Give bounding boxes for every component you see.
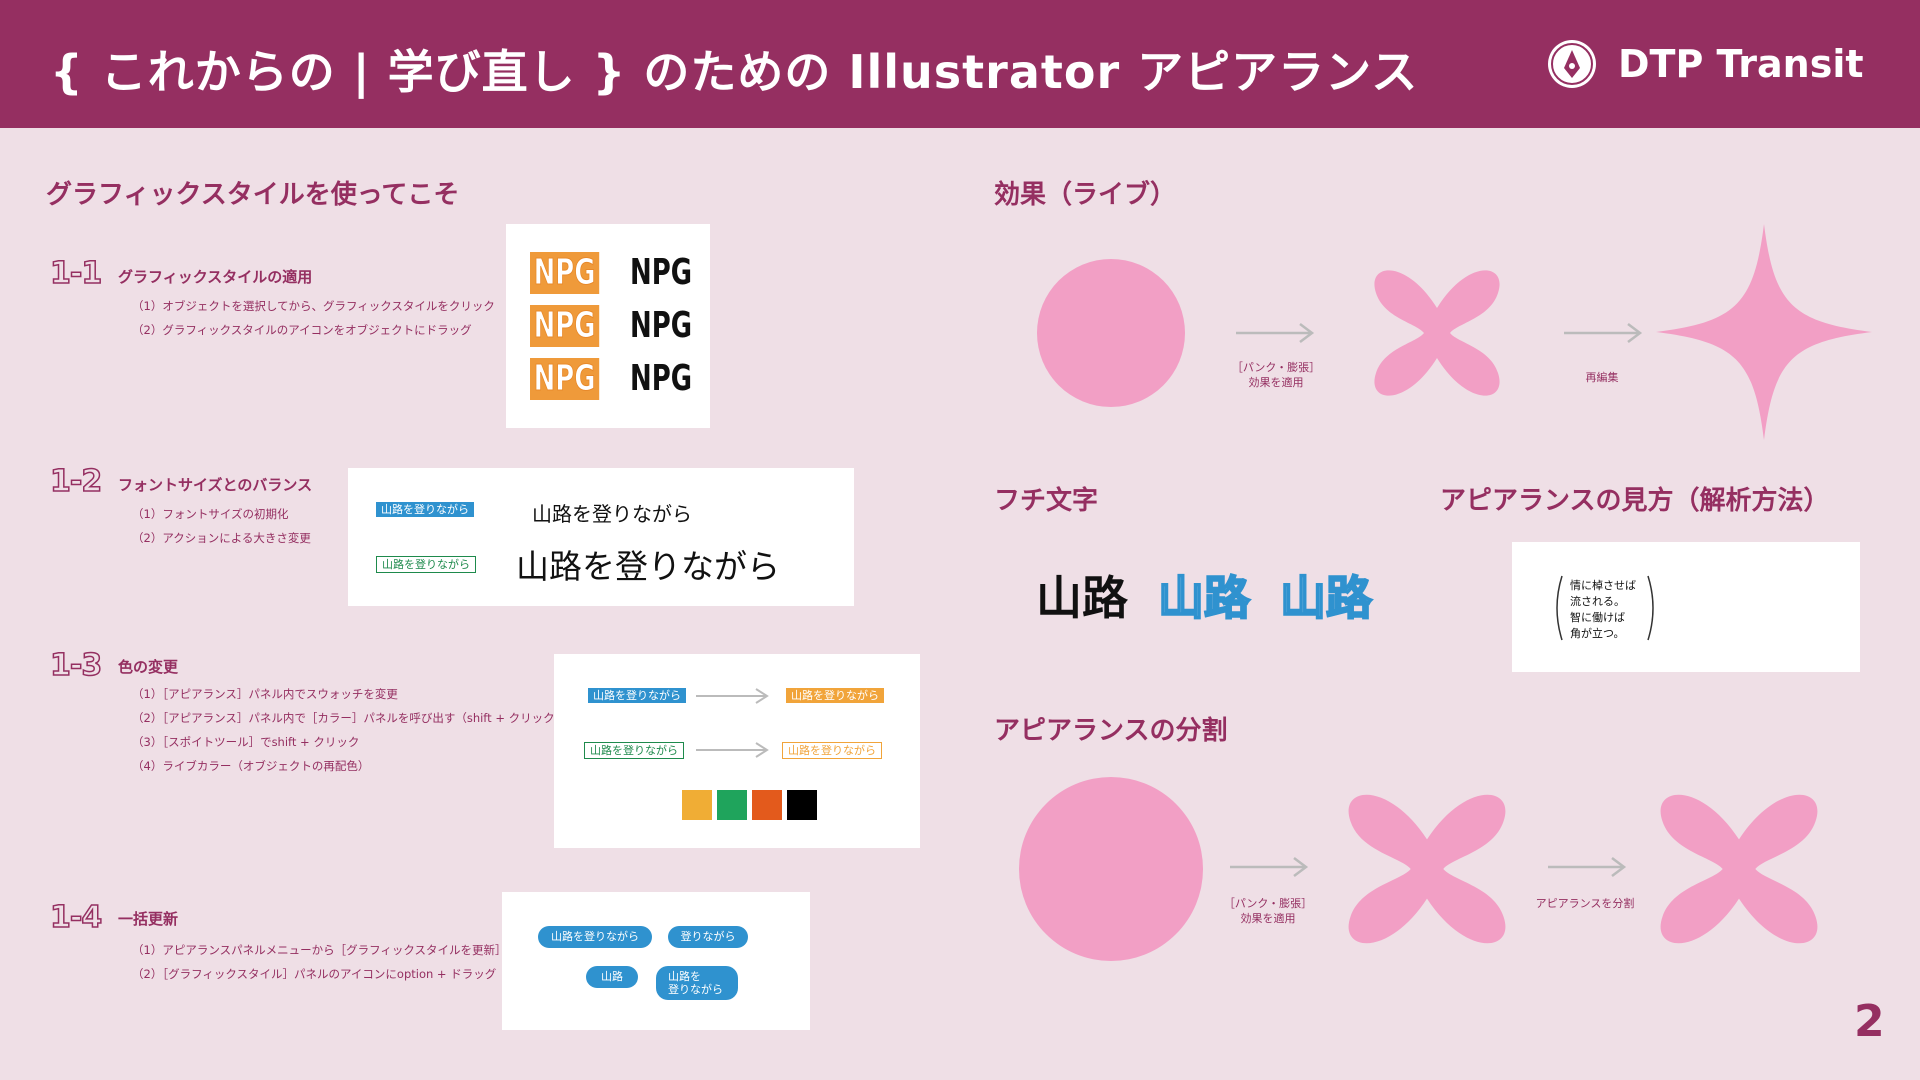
item-sub-1-1-2: （2）グラフィックスタイルのアイコンをオブジェクトにドラッグ	[132, 323, 472, 337]
bulk-update-sample-panel: 山路を登りながら 登りながら 山路 山路を 登りながら	[502, 892, 810, 1030]
npg-plain-text: NPG	[630, 358, 692, 399]
paren-left-icon	[1556, 575, 1563, 641]
page-title: { これからの | 学び直し } のための Illustrator アピアランス	[50, 45, 1419, 99]
pucker-bloat-shape	[1348, 794, 1506, 944]
analysis-sample-panel: 情に棹させば 流される。 智に働けば 角が立つ。	[1512, 542, 1860, 672]
font-size-sample-panel: 山路を登りながら 山路を登りながら 山路を登りながら 山路を登りながら	[348, 468, 854, 606]
item-title-1-2: フォントサイズとのバランス	[118, 476, 313, 494]
fuchi-sample-outline: 山路	[1157, 570, 1251, 626]
item-sub-1-4-1: （1）アピアランスパネルメニューから［グラフィックスタイルを更新］	[132, 943, 507, 957]
poem-line: 智に働けば	[1570, 611, 1625, 624]
poem-line: 情に棹させば	[1570, 579, 1636, 592]
paren-right-icon	[1647, 575, 1654, 641]
caption-line: 効果を適用	[1248, 376, 1304, 389]
color-swatch	[682, 790, 712, 820]
phrase-tag-blue: 山路を登りながら	[588, 688, 686, 703]
star-sparkle-shape	[1656, 224, 1872, 440]
pill-label: 登りながら	[668, 926, 748, 948]
poem-text: 情に棹させば 流される。 智に働けば 角が立つ。	[1570, 578, 1636, 642]
color-swatch	[752, 790, 782, 820]
item-sub-1-3-3: （3）［スポイトツール］でshift + クリック	[132, 735, 360, 749]
phrase-tag-blue: 山路を登りながら	[376, 502, 474, 517]
header-bar: { これからの | 学び直し } のための Illustrator アピアランス…	[0, 0, 1920, 128]
graphic-style-section-title: グラフィックスタイルを使ってこそ	[46, 180, 460, 210]
pill-label: 山路を登りながら	[538, 926, 652, 948]
arrow-right-icon	[1230, 857, 1309, 877]
arrow-right-icon	[1564, 323, 1643, 343]
pill-label: 山路	[586, 966, 638, 988]
pill-line-1: 山路を	[668, 970, 701, 983]
npg-styled-text: NPG	[530, 252, 600, 294]
item-sub-1-3-2: （2）［アピアランス］パネル内で［カラー］パネルを呼び出す（shift + クリ…	[132, 711, 567, 725]
phrase-tag-green: 山路を登りながら	[376, 556, 476, 573]
item-title-1-3: 色の変更	[118, 658, 179, 676]
expanded-pucker-bloat-shape	[1660, 794, 1818, 944]
pill-line-2: 登りながら	[668, 983, 723, 996]
caption-line: ［パンク・膨張］	[1231, 361, 1321, 374]
phrase-tag-orange: 山路を登りながら	[786, 688, 884, 703]
npg-plain-text: NPG	[630, 305, 692, 346]
arrow-right-icon	[1548, 857, 1627, 877]
fuchi-section-title: フチ文字	[994, 486, 1099, 516]
item-sub-1-2-1: （1）フォントサイズの初期化	[132, 507, 289, 521]
color-swatch	[717, 790, 747, 820]
color-swatch	[787, 790, 817, 820]
item-number-1-2: 1-2	[49, 463, 103, 500]
phrase-tag-orange-outline: 山路を登りながら	[782, 742, 882, 759]
effect-section-title: 効果（ライブ）	[994, 180, 1177, 210]
item-sub-1-4-2: （2）［グラフィックスタイル］パネルのアイコンにoption + ドラッグ	[132, 967, 497, 981]
divide-section-title: アピアランスの分割	[994, 716, 1228, 746]
color-change-sample-panel: 山路を登りながら 山路を登りながら 山路を登りながら 山路を登りながら	[554, 654, 920, 848]
effect-caption-1: ［パンク・膨張］ 効果を適用	[1222, 360, 1330, 390]
npg-styled-text: NPG	[530, 358, 600, 400]
item-title-1-4: 一括更新	[118, 910, 179, 928]
page-number: 2	[1854, 996, 1885, 1047]
npg-styled-text: NPG	[530, 305, 600, 347]
item-number-1-3: 1-3	[49, 647, 103, 684]
pill-two-line: 山路を 登りながら	[656, 966, 738, 1000]
fuchi-sample-double-outline: 山路	[1279, 570, 1373, 626]
pink-circle-shape	[1037, 259, 1185, 407]
item-sub-1-3-4: （4）ライブカラー（オブジェクトの再配色）	[132, 759, 370, 773]
arrow-right-icon	[696, 742, 769, 758]
item-sub-1-1-1: （1）オブジェクトを選択してから、グラフィックスタイルをクリック	[132, 299, 495, 313]
pucker-bloat-shape	[1374, 270, 1500, 396]
brand-name: DTP Transit	[1618, 42, 1864, 86]
arrow-right-icon	[1236, 323, 1315, 343]
item-number-1-4: 1-4	[49, 899, 103, 936]
caption-line: 効果を適用	[1240, 912, 1296, 925]
caption-line: ［パンク・膨張］	[1223, 897, 1313, 910]
analysis-section-title: アピアランスの見方（解析方法）	[1440, 486, 1830, 516]
phrase-small-text: 山路を登りながら	[532, 502, 692, 526]
effect-caption-2: 再編集	[1585, 371, 1619, 384]
phrase-tag-green: 山路を登りながら	[584, 742, 684, 759]
phrase-large-text: 山路を登りながら	[516, 547, 780, 586]
divide-caption-2: アピアランスを分割	[1535, 897, 1635, 910]
item-sub-1-2-2: （2）アクションによる大きさ変更	[132, 531, 311, 545]
divide-caption-1: ［パンク・膨張］ 効果を適用	[1214, 896, 1322, 926]
item-title-1-1: グラフィックスタイルの適用	[118, 268, 313, 286]
item-sub-1-3-1: （1）［アピアランス］パネル内でスウォッチを変更	[132, 687, 398, 701]
poem-line: 流される。	[1570, 595, 1625, 608]
arrow-right-icon	[696, 688, 769, 704]
item-number-1-1: 1-1	[49, 255, 103, 292]
fuchi-sample-plain: 山路	[1036, 571, 1128, 625]
pen-nib-logo-icon	[1548, 40, 1596, 88]
pink-circle-shape	[1019, 777, 1203, 961]
poem-line: 角が立つ。	[1570, 627, 1625, 640]
npg-plain-text: NPG	[630, 252, 692, 293]
npg-sample-panel: NPG NPG NPG NPG NPG NPG	[506, 224, 710, 428]
